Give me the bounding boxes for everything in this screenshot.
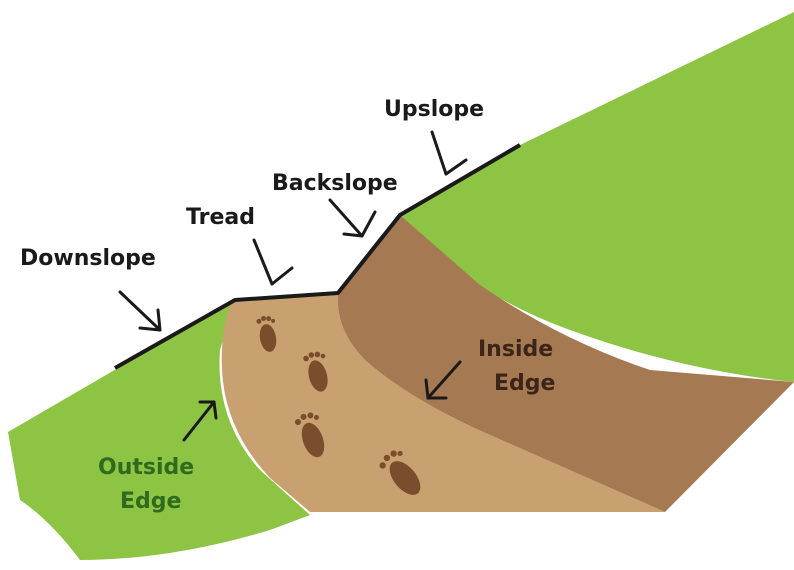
upslope-arrow-icon: [432, 132, 466, 174]
label-tread: Tread: [186, 205, 255, 230]
label-downslope: Downslope: [20, 246, 156, 271]
tread-arrow-icon: [254, 240, 292, 284]
downslope-arrow-icon: [120, 292, 160, 330]
label-inside-edge-1: Inside: [478, 337, 553, 362]
label-upslope: Upslope: [384, 97, 484, 122]
label-outside-edge-1: Outside: [98, 455, 194, 480]
label-outside-edge-2: Edge: [120, 489, 181, 514]
label-inside-edge-2: Edge: [494, 371, 555, 396]
backslope-arrow-icon: [330, 200, 375, 236]
label-backslope: Backslope: [272, 171, 398, 196]
